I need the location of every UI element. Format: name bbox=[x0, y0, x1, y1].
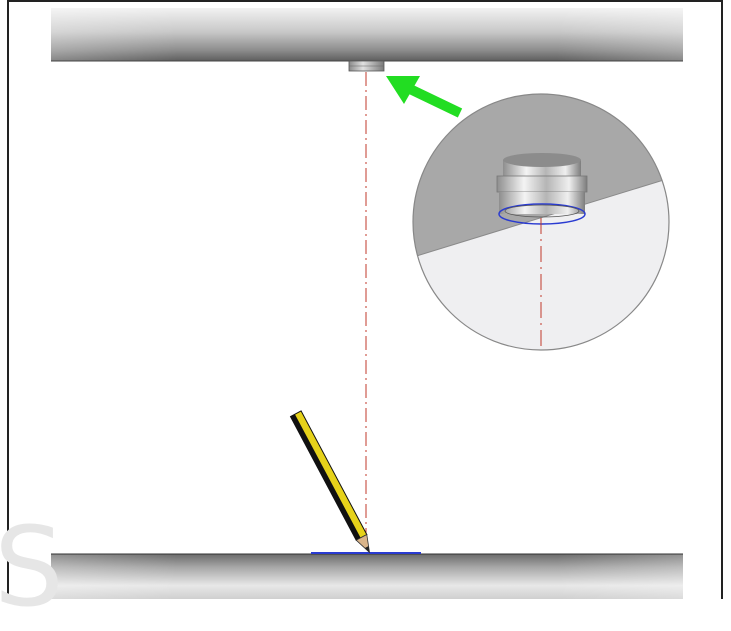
zoom-detail-circle bbox=[412, 93, 670, 351]
floor-beam bbox=[51, 553, 683, 599]
ceiling-beam bbox=[51, 8, 683, 62]
illustration-canvas: S bbox=[0, 0, 723, 622]
zoom-fitting bbox=[496, 153, 588, 225]
ceiling-fitting bbox=[348, 60, 385, 72]
pointer-arrow bbox=[386, 76, 463, 118]
diagram-svg bbox=[7, 0, 723, 599]
pencil bbox=[289, 410, 371, 554]
watermark-text: S bbox=[0, 503, 64, 631]
